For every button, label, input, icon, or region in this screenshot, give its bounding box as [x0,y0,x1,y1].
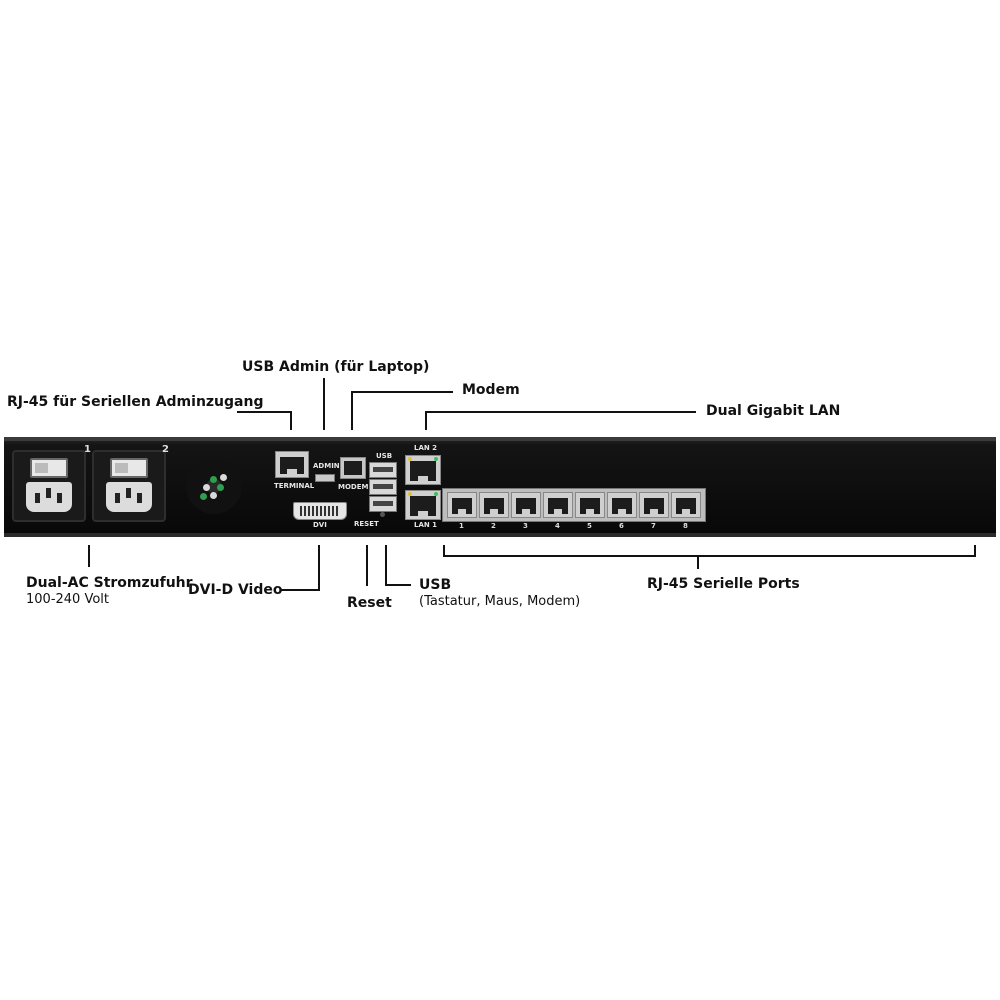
leader-usb-admin [323,378,325,430]
label-dvi: DVI-D Video [188,582,283,598]
dvi-label: DVI [313,521,327,529]
bracket-serial-h [443,555,976,557]
serial-port-number: 7 [651,522,656,530]
admin-usb-port[interactable] [315,474,335,482]
leader-lan-v [425,411,427,430]
serial-port-number: 3 [523,522,528,530]
label-reset: Reset [347,595,392,611]
serial-port-4[interactable] [543,492,573,518]
leader-rj45-admin [237,411,291,413]
modem-port[interactable] [340,457,366,479]
leader-dual-ac [88,545,90,567]
terminal-port-label: TERMINAL [274,482,315,490]
label-dual-lan: Dual Gigabit LAN [706,403,841,419]
serial-port-number: 6 [619,522,624,530]
psu-number-2: 2 [162,444,169,455]
serial-port-number: 1 [459,522,464,530]
label-rj45-admin: RJ-45 für Seriellen Adminzugang [7,394,264,410]
ac-inlet-1-icon [26,482,72,512]
power-supply-1 [12,450,86,522]
label-usb-admin: USB Admin (für Laptop) [242,359,430,375]
serial-port-8[interactable] [671,492,701,518]
label-modem: Modem [462,382,520,398]
lan1-port[interactable] [405,490,441,520]
serial-port-3[interactable] [511,492,541,518]
admin-port-label: ADMIN [313,462,340,470]
terminal-port[interactable] [275,451,309,478]
chassis-bottom-edge [4,533,996,537]
power-switch-2[interactable] [110,458,148,478]
power-switch-1[interactable] [30,458,68,478]
reset-button[interactable] [380,512,385,517]
serial-port-7[interactable] [639,492,669,518]
serial-port-number: 8 [683,522,688,530]
label-usb-sub: (Tastatur, Maus, Modem) [419,594,581,609]
serial-port-number: 5 [587,522,592,530]
bracket-serial-mid [697,555,699,569]
usb-port-3[interactable] [369,496,397,512]
serial-port-1[interactable] [447,492,477,518]
power-supply-2 [92,450,166,522]
modem-port-label: MODEM [338,483,369,491]
serial-port-2[interactable] [479,492,509,518]
serial-port-6[interactable] [607,492,637,518]
fan-icon [186,458,242,514]
serial-port-number: 2 [491,522,496,530]
usb-port-1[interactable] [369,462,397,478]
leader-rj45-admin-v [290,411,292,430]
leader-dvi-v [318,545,320,591]
leader-usb-h [385,584,411,586]
leader-modem-h [351,391,453,393]
lan2-port[interactable] [405,455,441,485]
leader-usb-v [385,545,387,586]
label-dual-ac: Dual-AC Stromzufuhr [26,575,193,591]
serial-port-number: 4 [555,522,560,530]
leader-reset [366,545,368,586]
reset-label: RESET [354,520,379,528]
leader-modem-v [351,391,353,430]
ac-inlet-2-icon [106,482,152,512]
leader-dvi-h [280,589,320,591]
label-dual-ac-sub: 100-240 Volt [26,592,109,607]
dvi-port[interactable] [293,502,347,520]
lan1-label: LAN 1 [414,521,438,529]
lan2-label: LAN 2 [414,444,438,452]
label-usb: USB [419,577,452,593]
serial-port-5[interactable] [575,492,605,518]
usb-port-label: USB [376,452,393,460]
usb-port-2[interactable] [369,479,397,495]
psu-number-1: 1 [84,444,91,455]
label-serial-ports: RJ-45 Serielle Ports [647,576,800,592]
bracket-serial-left [443,545,445,557]
leader-lan-h [425,411,696,413]
chassis-top-edge [4,437,996,441]
bracket-serial-right [974,545,976,557]
